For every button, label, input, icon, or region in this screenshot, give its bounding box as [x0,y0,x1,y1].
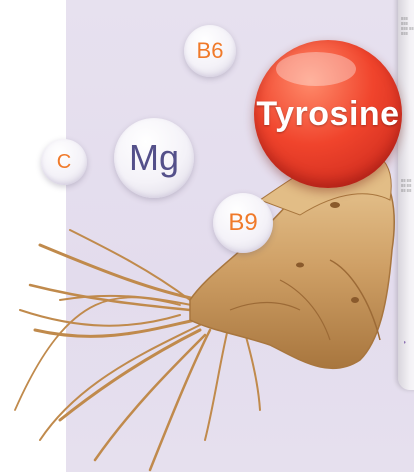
tyrosine-bubble: Tyrosine [254,40,402,188]
vitamin-c-bubble: C [41,139,87,185]
supplement-bottle [398,0,414,390]
magnesium-bubble: Mg [114,118,194,198]
vitamin-b9-bubble: B9 [213,193,273,253]
bottle-label-text-top: ≡≡≡ ≡≡≡ ≡≡≡ ≡≡ ≡≡≡ [401,16,414,36]
vitamin-b9-label: B9 [228,209,258,236]
vitamin-b6-bubble: B6 [184,25,236,77]
bottle-logo-mark: ◗ [403,340,407,346]
vitamin-c-label: C [56,150,72,173]
tyrosine-label: Tyrosine [256,94,400,133]
magnesium-label: Mg [128,137,179,178]
bottle-label-text-middle: ≡≡ ≡≡ ≡≡ ≡≡ ≡≡ ≡≡ [401,178,412,193]
vitamin-b6-label: B6 [196,38,224,63]
